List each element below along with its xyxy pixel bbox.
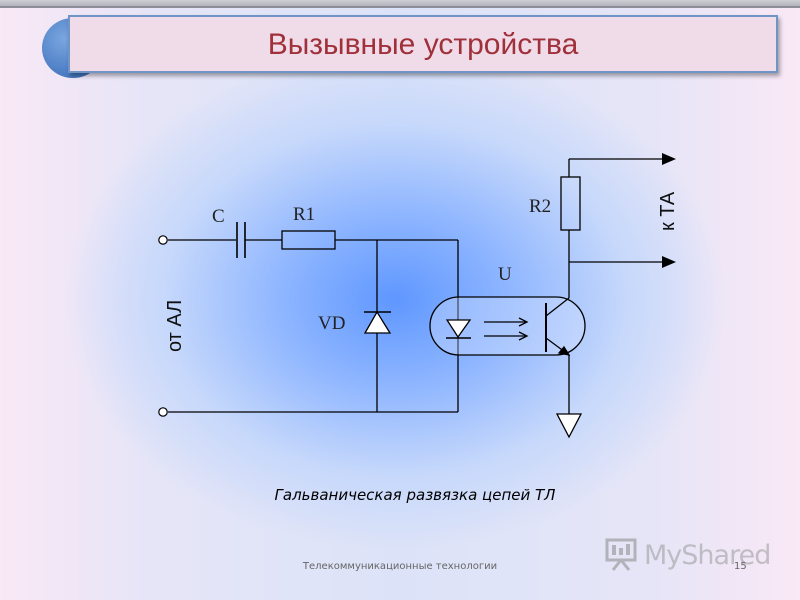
label-input: от АЛ <box>164 300 186 352</box>
output-arrow-top <box>662 153 676 165</box>
terminal-top <box>158 235 168 245</box>
top-rule <box>0 0 800 8</box>
resistor-r1 <box>281 230 336 250</box>
label-output: к ТА <box>657 191 679 231</box>
slide-footer: Телекоммуникационные технологии <box>302 561 498 572</box>
terminal-bottom <box>158 407 168 417</box>
diode-vd-triangle <box>363 310 392 334</box>
phototransistor-collector <box>545 297 570 317</box>
label-vd: VD <box>318 313 345 334</box>
label-r1: R1 <box>293 204 315 225</box>
presentation-icon <box>605 538 637 571</box>
light-arrow-2-head <box>518 331 529 341</box>
title-box: Вызывные устройства <box>68 15 778 73</box>
diagram-caption: Гальваническая развязка цепей ТЛ <box>274 486 556 504</box>
emitter-arrow <box>557 345 571 356</box>
light-arrow-1-head <box>518 317 529 327</box>
label-capacitor: C <box>212 206 225 227</box>
output-arrow-bottom <box>662 256 676 268</box>
label-optocoupler: U <box>498 264 512 285</box>
slide-title: Вызывные устройства <box>267 28 579 61</box>
watermark-logo: MyShared <box>604 536 771 576</box>
label-r2: R2 <box>529 196 551 217</box>
page-number: 15 <box>734 561 747 572</box>
watermark-text: MyShared <box>644 540 771 571</box>
opto-led-triangle <box>445 319 472 339</box>
ground-symbol <box>555 413 583 439</box>
resistor-r2 <box>560 176 581 231</box>
